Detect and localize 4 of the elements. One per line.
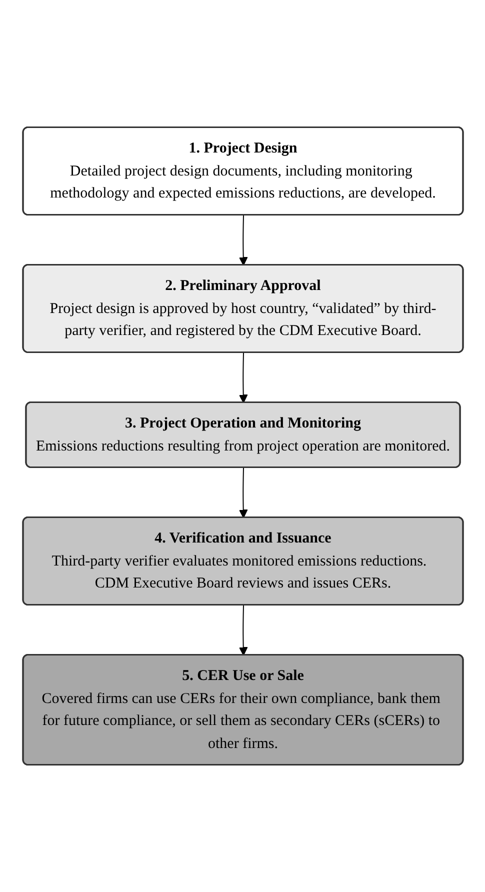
arrow xyxy=(238,467,248,518)
arrow xyxy=(238,604,248,656)
arrow xyxy=(238,214,248,266)
arrow xyxy=(238,352,248,404)
